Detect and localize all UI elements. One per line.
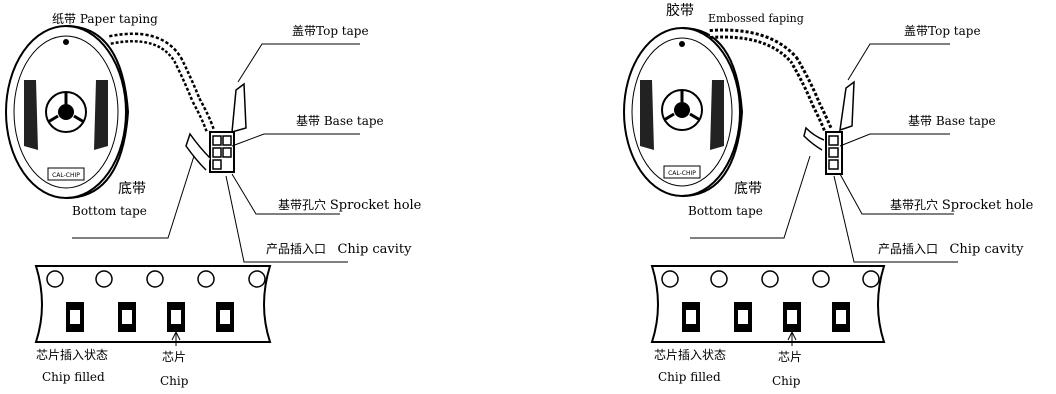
chip-en-label: Chip xyxy=(772,374,801,388)
reel-marking: CAL-CHIP xyxy=(668,170,696,177)
chip-pocket xyxy=(216,302,234,332)
title-label: 胶带 xyxy=(666,3,694,19)
chip-pocket xyxy=(167,302,185,332)
bottom-tape-en-label: Bottom tape xyxy=(72,204,147,218)
top-tape-label: 盖带Top tape xyxy=(292,24,369,38)
chip-cn-label: 芯片 xyxy=(778,350,803,364)
chip-pocket xyxy=(832,302,850,332)
sprocket-hole-label: 基带孔穴 Sprocket hole xyxy=(278,198,422,213)
chip-filled-en-label: Chip filled xyxy=(658,370,721,384)
bottom-tape-cn-label: 底带 xyxy=(734,181,762,197)
chip-filled-cn-label: 芯片插入状态 xyxy=(36,348,109,362)
reel-marking: CAL-CHIP xyxy=(52,172,80,179)
tape-strip xyxy=(109,32,247,173)
embossed-taping-illustration: CAL-CHIP xyxy=(623,27,958,346)
base-tape-label: 基带 Base tape xyxy=(296,114,384,128)
sprocket-hole-label: 基带孔穴 Sprocket hole xyxy=(890,198,1034,213)
chip-pocket xyxy=(66,302,84,332)
reel: CAL-CHIP xyxy=(623,27,744,197)
chip-filled-en-label: Chip filled xyxy=(42,370,105,384)
chip-pocket xyxy=(783,302,801,332)
chip-en-label: Chip xyxy=(160,374,189,388)
title-label: 纸带 Paper taping xyxy=(52,12,158,26)
chip-filled-cn-label: 芯片插入状态 xyxy=(654,348,727,362)
base-tape-label: 基带 Base tape xyxy=(908,114,996,128)
top-tape-label: 盖带Top tape xyxy=(904,24,981,38)
bottom-tape-en-label: Bottom tape xyxy=(688,204,763,218)
chip-pocket xyxy=(118,302,136,332)
chip-pocket xyxy=(734,302,752,332)
chip-cavity-label: 产品插入口 Chip cavity xyxy=(878,242,1024,257)
embossed-taping-panel: CAL-CHIP xyxy=(618,0,1056,394)
reel: CAL-CHIP xyxy=(5,25,130,199)
chip-cn-label: 芯片 xyxy=(162,350,187,364)
title-en-label: Embossed faping xyxy=(708,12,804,25)
carrier-strip xyxy=(650,265,886,343)
leader-lines xyxy=(690,43,958,263)
leader-lines xyxy=(72,43,360,263)
paper-taping-panel: CAL-CHIP xyxy=(5,12,422,388)
carrier-strip xyxy=(34,265,272,343)
bottom-tape-cn-label: 底带 xyxy=(118,181,146,197)
chip-cavity-label: 产品插入口 Chip cavity xyxy=(266,242,412,257)
paper-taping-illustration: CAL-CHIP xyxy=(5,25,360,346)
tape-strip xyxy=(709,28,855,175)
chip-pocket xyxy=(682,302,700,332)
